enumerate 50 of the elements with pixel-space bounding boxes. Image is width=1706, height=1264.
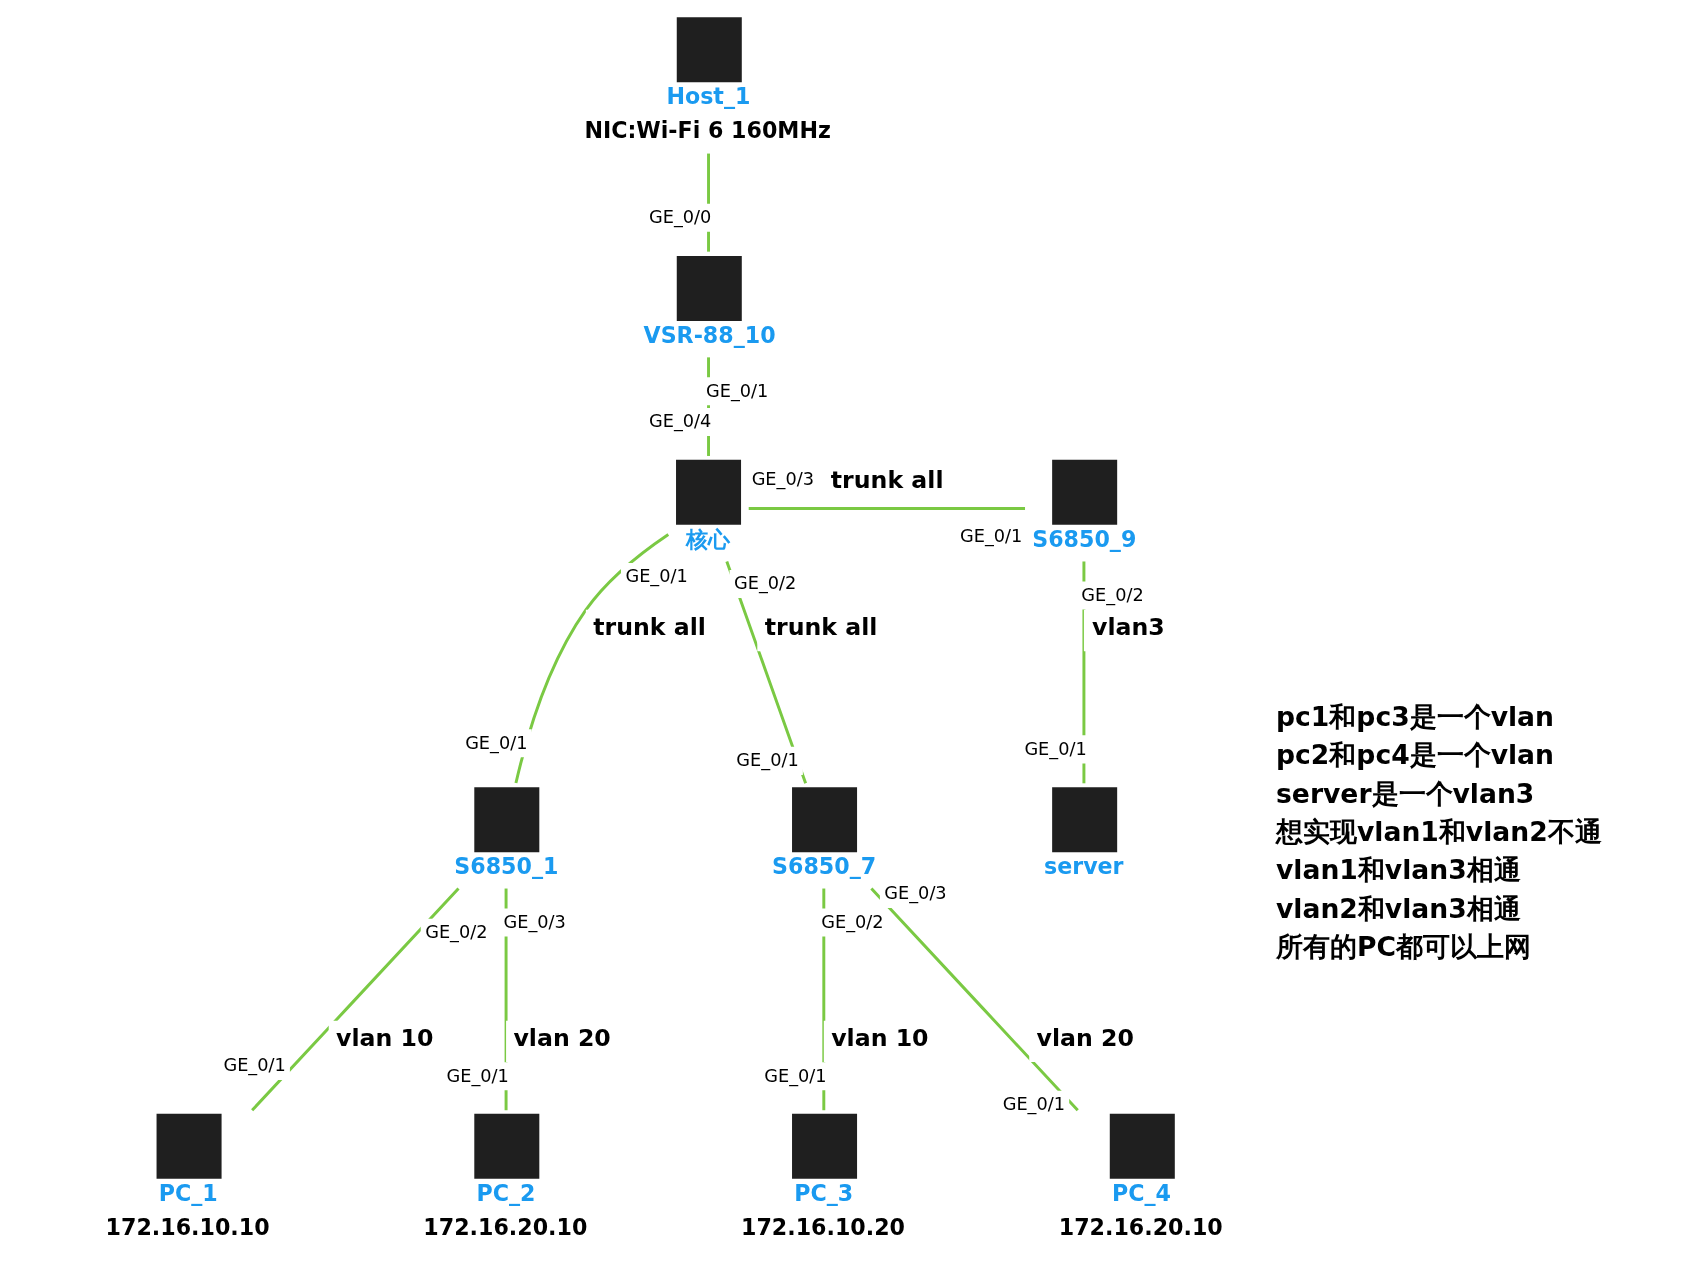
node-label: S6850_7 [772, 853, 877, 880]
label: GE_0/1 [446, 1065, 509, 1086]
label: GE_0/3 [884, 883, 947, 904]
label: GE_0/1 [706, 380, 769, 401]
node-label: 172.16.10.10 [105, 1213, 270, 1240]
node-label: PC_2 [476, 1179, 536, 1206]
label: GE_0/1 [465, 732, 528, 753]
node-label: server [1044, 853, 1124, 880]
label: server是一个vlan3 [1276, 777, 1535, 809]
label: pc1和pc3是一个vlan [1276, 700, 1554, 732]
node-label: S6850_9 [1032, 526, 1137, 553]
label: GE_0/3 [751, 469, 814, 490]
node-label: Host_1 [666, 83, 751, 110]
label: GE_0/3 [503, 911, 566, 932]
edge-label: vlan3 [1092, 612, 1165, 641]
label: GE_0/1 [736, 750, 799, 771]
label: GE_0/1 [625, 566, 688, 587]
label: GE_0/2 [821, 911, 884, 932]
edge-label: vlan 10 [336, 1023, 434, 1052]
label: 想实现vlan1和vlan2不通 [1276, 815, 1602, 847]
edge-label: trunk all [764, 612, 878, 641]
node-label: PC_1 [158, 1179, 218, 1206]
label: GE_0/2 [1081, 584, 1144, 605]
edge-label: trunk all [830, 465, 944, 494]
label: vlan2和vlan3相通 [1276, 892, 1521, 924]
node-label: 172.16.10.20 [741, 1213, 906, 1240]
node-label: VSR-88_10 [643, 322, 776, 349]
node-label: 172.16.20.10 [423, 1213, 588, 1240]
node-label: NIC:Wi-Fi 6 160MHz [584, 117, 831, 144]
edge-label: vlan 10 [831, 1023, 929, 1052]
label: pc2和pc4是一个vlan [1276, 739, 1554, 771]
label: GE_0/1 [1024, 738, 1087, 759]
label: vlan1和vlan3相通 [1276, 854, 1521, 886]
label: GE_0/0 [649, 207, 712, 228]
node-label: PC_3 [794, 1179, 854, 1206]
node-label: 核心 [685, 526, 730, 553]
node-label: S6850_1 [454, 853, 559, 880]
label: GE_0/1 [764, 1065, 827, 1086]
edge-label: trunk all [593, 612, 706, 641]
edge-label: vlan 20 [1036, 1023, 1134, 1052]
node-label: PC_4 [1112, 1179, 1171, 1206]
label: GE_0/4 [649, 411, 712, 432]
label: 所有的PC都可以上网 [1276, 931, 1532, 963]
label: GE_0/1 [960, 526, 1023, 547]
label: GE_0/2 [733, 573, 797, 594]
label: GE_0/1 [223, 1055, 286, 1076]
label: GE_0/2 [425, 922, 488, 943]
label: GE_0/1 [1002, 1094, 1065, 1115]
node-label: 172.16.20.10 [1058, 1213, 1223, 1240]
edge-label: vlan 20 [513, 1023, 611, 1052]
